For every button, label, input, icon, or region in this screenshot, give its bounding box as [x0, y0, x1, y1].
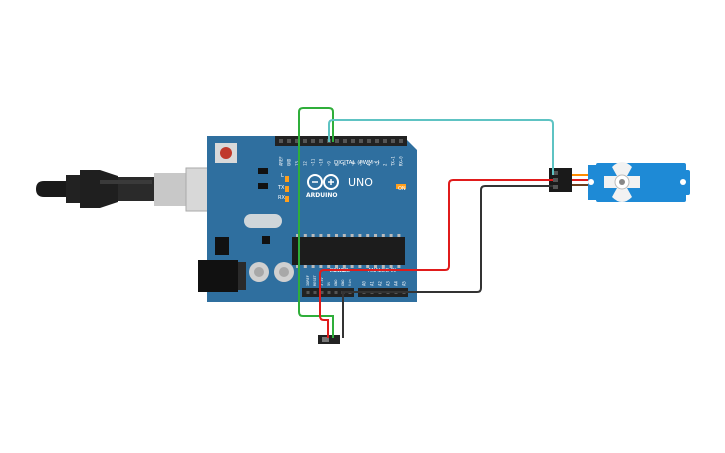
power-pin-label: IOREF — [306, 275, 310, 286]
pin-hole[interactable] — [391, 139, 395, 143]
pin-hole[interactable] — [367, 139, 371, 143]
pin-hole[interactable] — [313, 291, 317, 294]
digital-pin-label: TX→1 — [391, 156, 396, 166]
digital-header-label: DIGITAL (PWM~) — [334, 160, 380, 166]
servo-motor[interactable] — [572, 162, 690, 202]
pin-hole[interactable] — [334, 291, 338, 294]
pin-hole[interactable] — [279, 139, 283, 143]
power-pin-label: Vin — [348, 280, 352, 287]
wire-red[interactable] — [319, 179, 553, 338]
voltage-regulator — [215, 237, 229, 255]
pin-hole[interactable] — [319, 139, 323, 143]
pin-hole[interactable] — [351, 139, 355, 143]
l-label: L — [281, 173, 284, 179]
slide-switch[interactable] — [318, 335, 340, 344]
digital-pin-label: 2 — [383, 163, 388, 166]
digital-pin-label: 4 — [367, 163, 372, 166]
digital-pin-label: RX←0 — [399, 156, 404, 166]
digital-pin-label: 13 — [295, 161, 300, 166]
rx-label: RX — [278, 195, 285, 201]
digital-pin-label: ~11 — [311, 158, 316, 166]
pin-hole[interactable] — [320, 291, 324, 294]
pin-hole[interactable] — [327, 291, 331, 294]
pin-hole[interactable] — [359, 139, 363, 143]
digital-pin-label: ~5 — [359, 161, 364, 166]
digital-pin-label: ~9 — [327, 161, 332, 166]
power-pin-label: GND — [334, 280, 338, 287]
analog-pin-label: A3 — [386, 281, 391, 286]
analog-pin-label: A0 — [362, 281, 367, 286]
power-pin-label: RESET — [313, 274, 317, 286]
arduino-logo-icon — [307, 174, 339, 190]
pin-hole[interactable] — [375, 139, 379, 143]
pin-hole[interactable] — [306, 291, 310, 294]
digital-pin-label: 7 — [343, 163, 348, 166]
power-pin-label: 3.3V — [320, 277, 324, 286]
power-pin-label: GND — [341, 280, 345, 287]
microcontroller-chip — [292, 237, 405, 265]
digital-pin-label: 8 — [335, 163, 340, 166]
digital-pin-label: ~6 — [351, 161, 356, 166]
digital-pin-label: GND — [287, 158, 292, 166]
analog-pin-label: A5 — [402, 281, 407, 286]
wire-green[interactable] — [298, 107, 334, 338]
wire-teal[interactable] — [328, 119, 554, 175]
pin-hole[interactable] — [287, 139, 291, 143]
pin-hole[interactable] — [303, 139, 307, 143]
digital-pin-label: AREF — [279, 156, 284, 166]
arduino-logo-text: ARDUINO — [306, 192, 337, 199]
digital-pin-label: ~10 — [319, 158, 324, 166]
digital-pin-label: ~3 — [375, 161, 380, 166]
pin-hole[interactable] — [383, 139, 387, 143]
pin-hole[interactable] — [311, 139, 315, 143]
board-model: UNO — [348, 176, 373, 189]
pin-hole[interactable] — [399, 139, 403, 143]
digital-pin-label: 12 — [303, 161, 308, 166]
servo-connector[interactable] — [549, 168, 572, 192]
wire-black[interactable] — [342, 185, 553, 338]
arduino-uno-board[interactable]: L TX RX ARDUINO UNO ON DIGITAL (PWM~) PO… — [198, 136, 417, 302]
pin-hole[interactable] — [335, 139, 339, 143]
pin-hole[interactable] — [295, 139, 299, 143]
pin-hole[interactable] — [343, 139, 347, 143]
servo-horn-icon — [604, 162, 640, 202]
on-label: ON — [398, 186, 406, 192]
digital-pin-header[interactable] — [275, 136, 407, 146]
analog-pin-label: A1 — [370, 281, 375, 286]
tx-label: TX — [277, 185, 285, 191]
crystal-oscillator — [244, 214, 282, 228]
power-jack — [198, 260, 238, 292]
analog-pin-label: A2 — [378, 281, 383, 286]
analog-pin-label: A4 — [394, 281, 399, 286]
power-pin-label: 5V — [327, 281, 331, 286]
